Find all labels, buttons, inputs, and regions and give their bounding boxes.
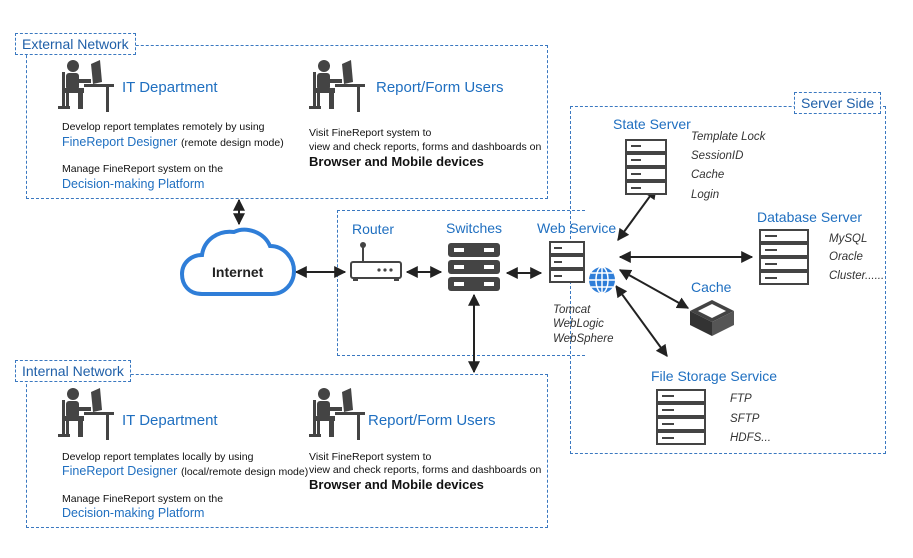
core-network-region [337,210,585,356]
server-side-tag: Server Side [794,92,882,114]
router-label: Router [352,221,395,237]
web-server-icon [549,241,617,295]
web-item-weblogic: WebLogic [553,318,604,330]
state-server-icon [625,139,667,195]
internal-users-devices: Browser and Mobile devices [309,477,484,492]
external-decision-platform-link[interactable]: Decision-making Platform [62,177,205,191]
internal-it-desc-2: Manage FineReport system on the [62,493,224,505]
state-item-sessionid: SessionID [691,150,744,162]
state-item-template-lock: Template Lock [691,131,766,143]
external-it-desc-2: Manage FineReport system on the [62,163,224,175]
external-report-users-title: Report/Form Users [376,79,504,96]
internal-designer-mode-note: (local/remote design mode) [181,466,309,478]
internal-report-users-title: Report/Form Users [368,412,496,429]
file-item-hdfs: HDFS... [730,432,771,444]
internal-it-dept-title: IT Department [122,412,218,429]
file-item-ftp: FTP [730,393,752,405]
database-server-title: Database Server [757,209,863,225]
external-users-desc-1: Visit FineReport system to [309,127,432,139]
internal-report-users-person-icon [309,388,365,440]
router-icon [350,242,402,281]
internet-cloud-icon [180,227,297,296]
external-users-devices: Browser and Mobile devices [309,154,484,169]
state-item-cache: Cache [691,169,725,181]
file-item-sftp: SFTP [730,413,760,425]
arrow-web-state [617,187,657,241]
file-storage-icon [656,389,706,445]
db-item-oracle: Oracle [829,251,863,263]
cache-title: Cache [691,279,732,295]
db-item-cluster: Cluster...... [829,270,885,282]
external-it-dept-title: IT Department [122,79,218,96]
internal-network-region [26,374,548,528]
web-service-label: Web Service [537,220,617,236]
internal-users-desc-2: view and check reports, forms and dashbo… [309,464,542,476]
external-network-tag: External Network [15,33,136,55]
report-users-person-icon [309,60,365,112]
arrow-web-cache [618,269,690,309]
external-finereport-designer-link[interactable]: FineReport Designer [62,135,178,149]
internet-label: Internet [212,264,264,280]
external-users-desc-2: view and check reports, forms and dashbo… [309,141,542,153]
internal-network-tag: Internal Network [15,360,131,382]
it-dept-person-icon [58,60,114,112]
internal-it-dept-person-icon [58,388,114,440]
external-network-region [26,45,548,199]
cache-icon [690,300,734,336]
internal-it-desc-1: Develop report templates locally by usin… [62,451,254,463]
external-it-desc-1: Develop report templates remotely by usi… [62,121,265,133]
database-server-icon [759,229,809,285]
external-designer-mode-note: (remote design mode) [181,137,284,149]
arrow-web-filestorage [615,285,668,357]
db-item-mysql: MySQL [829,233,868,245]
switches-label: Switches [446,220,503,236]
state-item-login: Login [691,189,720,201]
switches-icon [448,243,500,291]
internal-decision-platform-link[interactable]: Decision-making Platform [62,506,205,520]
file-storage-title: File Storage Service [651,368,778,384]
web-item-tomcat: Tomcat [553,304,591,316]
web-item-websphere: WebSphere [553,333,614,345]
internal-finereport-designer-link[interactable]: FineReport Designer [62,464,178,478]
internal-users-desc-1: Visit FineReport system to [309,451,432,463]
state-server-title: State Server [613,116,691,132]
